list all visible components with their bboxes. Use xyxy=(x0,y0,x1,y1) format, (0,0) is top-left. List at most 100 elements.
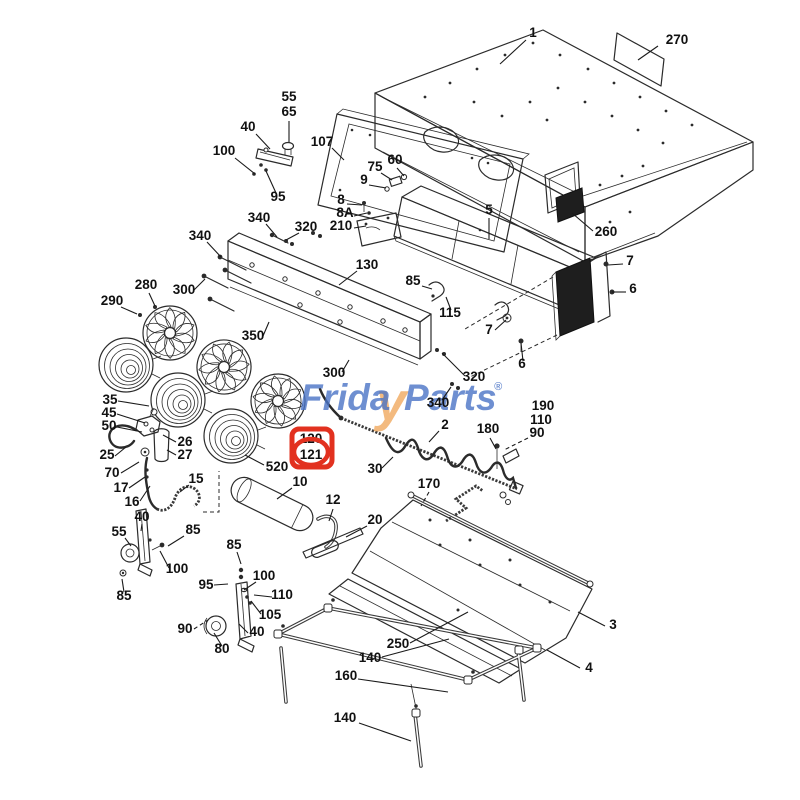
tensioner-bracket xyxy=(203,567,255,653)
leader-line-12 xyxy=(328,508,334,522)
leader-line-350 xyxy=(262,321,270,337)
leader-line-340 xyxy=(441,386,452,401)
leader-line-7 xyxy=(494,319,507,331)
part-label-95-60: 95 xyxy=(198,577,214,592)
leader-line-27 xyxy=(166,449,177,456)
highlight-120-121 xyxy=(289,426,335,470)
part-label-320-31: 320 xyxy=(463,369,486,384)
part-label-250-67: 250 xyxy=(387,636,410,651)
part-label-320-15: 320 xyxy=(295,219,318,234)
part-label-17-45: 17 xyxy=(113,480,128,495)
tube-frame xyxy=(273,598,542,768)
leader-line-25 xyxy=(114,446,127,457)
part-label-85-59: 85 xyxy=(226,537,242,552)
leader-line-115 xyxy=(445,296,452,311)
part-label-90-35: 90 xyxy=(529,425,544,440)
part-label-55-51: 55 xyxy=(111,524,127,539)
latch-bracket-55 xyxy=(252,141,295,176)
part-label-26-47: 26 xyxy=(177,434,193,449)
part-label-4-72: 4 xyxy=(585,660,593,675)
part-label-110-34: 110 xyxy=(530,412,552,427)
leader-line-100 xyxy=(159,550,170,569)
part-label-270-1: 270 xyxy=(666,32,689,47)
leader-line-107 xyxy=(331,147,345,161)
leader-line-2 xyxy=(428,430,440,443)
part-label-50-42: 50 xyxy=(101,418,116,433)
leader-line-300 xyxy=(341,359,350,373)
part-label-105-63: 105 xyxy=(259,607,282,622)
watermark-reg-mark: ® xyxy=(494,381,503,393)
leader-line-30 xyxy=(381,456,394,469)
part-label-12-57: 12 xyxy=(325,492,340,507)
part-label-20-58: 20 xyxy=(367,512,382,527)
leader-line-9 xyxy=(368,184,387,189)
condenser-core xyxy=(464,251,615,378)
leader-line-16 xyxy=(139,485,151,502)
part-label-340-32: 340 xyxy=(427,395,450,410)
watermark-parts: Parts xyxy=(404,377,497,418)
part-label-210-13: 210 xyxy=(330,218,353,233)
leader-line-130 xyxy=(338,270,358,286)
part-label-7-29: 7 xyxy=(485,322,493,337)
part-label-16-46: 16 xyxy=(124,494,140,509)
leader-line-50 xyxy=(116,426,143,433)
part-label-1-0: 1 xyxy=(529,25,537,40)
tray-3 xyxy=(351,499,593,664)
part-label-27-48: 27 xyxy=(177,447,192,462)
leader-line-26 xyxy=(162,434,177,443)
part-label-5-16: 5 xyxy=(485,202,493,217)
frame-bolts xyxy=(138,231,460,390)
watermark: y Frida Parts ® xyxy=(300,370,503,432)
part-label-130-18: 130 xyxy=(356,257,379,272)
part-label-85-54: 85 xyxy=(116,588,132,603)
part-label-107-7: 107 xyxy=(311,134,334,149)
leader-line-320 xyxy=(441,352,466,377)
part-label-45-41: 45 xyxy=(101,405,117,420)
idler-bracket-left xyxy=(119,508,165,577)
rivet-dots xyxy=(423,41,694,224)
part-label-15-49: 15 xyxy=(188,471,204,486)
leader-line-250 xyxy=(409,611,469,644)
leader-line-20 xyxy=(345,525,368,538)
leader-line-40 xyxy=(255,133,271,150)
leader-line-85 xyxy=(121,578,125,593)
hose-assembly xyxy=(318,387,524,523)
leader-line-7 xyxy=(607,263,624,266)
part-label-30-38: 30 xyxy=(367,461,382,476)
part-label-85-52: 85 xyxy=(185,522,201,537)
part-label-85-25: 85 xyxy=(405,273,421,288)
leader-line-90 xyxy=(503,437,529,451)
part-label-121-74: 121 xyxy=(300,447,323,462)
part-label-7-27: 7 xyxy=(626,253,634,268)
part-label-70-44: 70 xyxy=(104,465,119,480)
leader-line-3 xyxy=(577,611,606,627)
cylinder-10 xyxy=(230,476,364,559)
part-label-280-21: 280 xyxy=(135,277,158,292)
leader-line-6 xyxy=(520,342,524,362)
part-label-75-9: 75 xyxy=(367,159,383,174)
part-label-35-40: 35 xyxy=(102,392,118,407)
part-label-10-56: 10 xyxy=(292,474,307,489)
leader-line-15 xyxy=(179,484,190,493)
leader-line-55 xyxy=(124,537,132,547)
part-label-6-30: 6 xyxy=(518,356,526,371)
leader-line-520 xyxy=(244,454,265,466)
leader-line-17 xyxy=(128,476,146,489)
part-label-520-55: 520 xyxy=(266,459,289,474)
leader-line-100 xyxy=(234,157,256,175)
leader-line-320 xyxy=(285,232,300,241)
part-label-170-39: 170 xyxy=(418,476,441,491)
part-label-100-61: 100 xyxy=(253,568,276,583)
tray-panels xyxy=(328,491,594,684)
leader-line-40 xyxy=(238,623,249,634)
part-label-190-33: 190 xyxy=(532,398,555,413)
fan-guard-2 xyxy=(150,372,214,428)
part-label-100-5: 100 xyxy=(213,143,236,158)
leader-line-90 xyxy=(193,619,209,630)
part-label-340-19: 340 xyxy=(189,228,212,243)
leader-line-85 xyxy=(167,535,185,547)
leader-line-10 xyxy=(276,487,293,500)
vent-plate-260 xyxy=(555,187,585,223)
